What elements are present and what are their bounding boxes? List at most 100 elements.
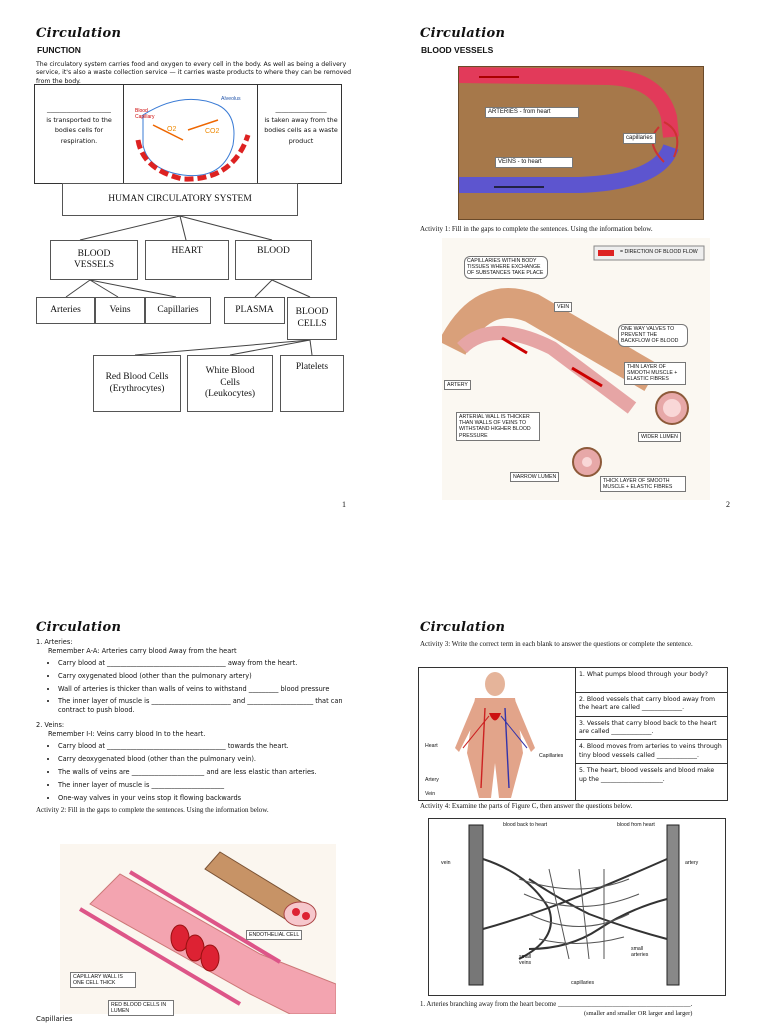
question-c1-hint: (smaller and smaller OR larger and large…: [584, 1010, 693, 1017]
list-item: One-way valves in your veins stop it flo…: [58, 794, 356, 803]
arterial-wall-label: ARTERIAL WALL IS THICKER THAN WALLS OF V…: [456, 412, 540, 441]
artery-label: Artery: [425, 777, 439, 783]
capillaries-label: capillaries: [623, 133, 656, 145]
left-cell-text: is transported to the bodies cells for r…: [46, 116, 112, 145]
question-2: 2. Blood vessels that carry blood away f…: [575, 693, 727, 717]
page-number: 1: [342, 500, 346, 509]
blood-capillary-label: Blood Capillary: [135, 108, 155, 120]
tree-blood: BLOOD: [235, 240, 312, 280]
tree-connectors: [65, 215, 313, 356]
thin-layer-label: THIN LAYER OF SMOOTH MUSCLE + ELASTIC FI…: [624, 362, 686, 385]
section-heading: FUNCTION: [37, 45, 81, 55]
heart-label: Heart: [425, 743, 438, 749]
right-blank: ________________: [275, 105, 327, 113]
right-cell-text: is taken away from the bodies cells as a…: [264, 116, 338, 145]
arteries-label: ARTERIES - from heart: [485, 107, 579, 119]
thick-layer-label: THICK LAYER OF SMOOTH MUSCLE + ELASTIC F…: [600, 476, 686, 493]
question-5: 5. The heart, blood vessels and blood ma…: [579, 767, 715, 783]
list-item: The walls of veins are _________________…: [58, 768, 356, 777]
tree-root: HUMAN CIRCULATORY SYSTEM: [62, 183, 298, 216]
o2-label: O2: [167, 126, 177, 133]
tree-veins: Veins: [95, 297, 145, 324]
capillary-figure: ENDOTHELIAL CELL CAPILLARY WALL IS ONE C…: [60, 844, 337, 1017]
page-title: Circulation: [36, 26, 122, 41]
left-cell: ____________________ is transported to t…: [35, 85, 124, 183]
page-title: Circulation: [36, 620, 122, 635]
activity-1: Activity 1: Fill in the gaps to complete…: [420, 225, 653, 233]
blood-back-label: blood back to heart: [503, 822, 548, 828]
tree-heart: HEART: [145, 240, 229, 280]
alveolus-label: Alveolus: [221, 96, 241, 102]
left-blank: ____________________: [47, 105, 111, 113]
page-4: Circulation Activity 3: Write the correc…: [384, 512, 768, 1024]
body-figure: Heart Capillaries Artery Vein: [419, 668, 576, 800]
endothelial-label: ENDOTHELIAL CELL: [246, 930, 303, 941]
activity-3-table: Heart Capillaries Artery Vein 1. What pu…: [418, 667, 728, 801]
list-item: Wall of arteries is thicker than walls o…: [58, 685, 356, 694]
narrow-lumen-label: NARROW LUMEN: [510, 472, 560, 483]
tree-platelets: Platelets: [280, 355, 344, 412]
veins-label: VEINS - to heart: [495, 157, 573, 169]
small-arteries-label: small arteries: [631, 946, 649, 959]
capillary-diagram: [78, 851, 337, 1015]
list-item: Carry blood at _________________________…: [58, 659, 356, 668]
artery-vein-diagram: [438, 245, 705, 477]
alveolus-diagram: [135, 98, 251, 182]
page-1: Circulation FUNCTION The circulatory sys…: [0, 0, 384, 512]
capillary-wall-label: CAPILLARY WALL IS ONE CELL THICK: [70, 972, 136, 989]
veins-remember: Remember I-I: Veins carry blood In to th…: [48, 730, 206, 739]
co2-label: CO2: [205, 128, 220, 135]
question-4: 4. Blood moves from arteries to veins th…: [575, 740, 727, 765]
function-table: ____________________ is transported to t…: [34, 84, 342, 184]
arteries-heading: 1. Arteries:: [36, 638, 73, 646]
arteries-remember: Remember A-A: Arteries carry blood Away …: [48, 646, 237, 655]
blood-vessels-figure: ARTERIES - from heart capillaries VEINS …: [458, 66, 704, 220]
artery-label: ARTERY: [444, 380, 471, 391]
list-item: Carry blood at _________________________…: [58, 742, 356, 751]
page-title: Circulation: [420, 26, 506, 41]
arteries-list: Carry blood at _________________________…: [36, 659, 356, 715]
blood-from-label: blood from heart: [617, 822, 655, 828]
tree-white-cells: White Blood Cells (Leukocytes): [187, 355, 273, 412]
vein-label: vein: [441, 860, 451, 866]
page-3: Circulation 1. Arteries: Remember A-A: A…: [0, 512, 384, 1024]
small-veins-label: small veins: [519, 954, 532, 967]
intro-text: The circulatory system carries food and …: [36, 61, 351, 85]
tree-blood-vessels: BLOOD VESSELS: [50, 240, 138, 280]
tree-capillaries: Capillaries: [145, 297, 211, 324]
page-title: Circulation: [420, 620, 506, 635]
alveolus-figure: Blood Capillary Alveolus O2 CO2: [123, 85, 257, 183]
rbc-label: RED BLOOD CELLS IN LUMEN: [108, 1000, 174, 1017]
question-3: 3. Vessels that carry blood back to the …: [575, 717, 727, 741]
footer-capillaries: Capillaries: [36, 1015, 73, 1023]
page-2: Circulation BLOOD VESSELS ARTERIES - fro…: [384, 0, 768, 512]
tree-arteries: Arteries: [36, 297, 95, 324]
body-diagram: [455, 672, 535, 798]
tree-plasma: PLASMA: [224, 297, 285, 324]
wider-lumen-label: WIDER LUMEN: [638, 432, 681, 443]
activity-4: Activity 4: Examine the parts of Figure …: [420, 802, 633, 810]
capillaries-label: Capillaries: [539, 753, 564, 759]
questions-column: 1. What pumps blood through your body? 2…: [575, 668, 727, 787]
right-cell: ________________ is taken away from the …: [257, 85, 344, 183]
veins-list: Carry blood at _________________________…: [36, 742, 356, 802]
figure-c: blood back to heart blood from heart vei…: [428, 818, 726, 996]
vessels-diagram: [458, 67, 679, 193]
capillaries-label: capillaries: [571, 980, 595, 986]
artery-vein-figure: = DIRECTION OF BLOOD FLOW CAPILLARIES WI…: [438, 238, 710, 500]
question-1: 1. What pumps blood through your body?: [575, 668, 727, 693]
vein-label: Vein: [425, 791, 436, 797]
capillary-bed-diagram: [468, 824, 680, 986]
vein-label: VEIN: [554, 302, 573, 313]
activity-2: Activity 2: Fill in the gaps to complete…: [36, 806, 269, 815]
tree-red-cells: Red Blood Cells (Erythrocytes): [93, 355, 181, 412]
tree-blood-cells: BLOOD CELLS: [287, 297, 337, 340]
veins-heading: 2. Veins:: [36, 721, 65, 730]
list-item: The inner layer of muscle is ___________…: [58, 781, 356, 790]
capillaries-tissue-label: CAPILLARIES WITHIN BODY TISSUES WHERE EX…: [464, 256, 548, 279]
artery-label: artery: [685, 860, 699, 866]
legend-text: = DIRECTION OF BLOOD FLOW: [620, 249, 698, 255]
section-heading: BLOOD VESSELS: [421, 45, 494, 55]
arteries-section: 1. Arteries: Remember A-A: Arteries carr…: [36, 638, 356, 816]
activity-3: Activity 3: Write the correct term in ea…: [420, 640, 693, 648]
